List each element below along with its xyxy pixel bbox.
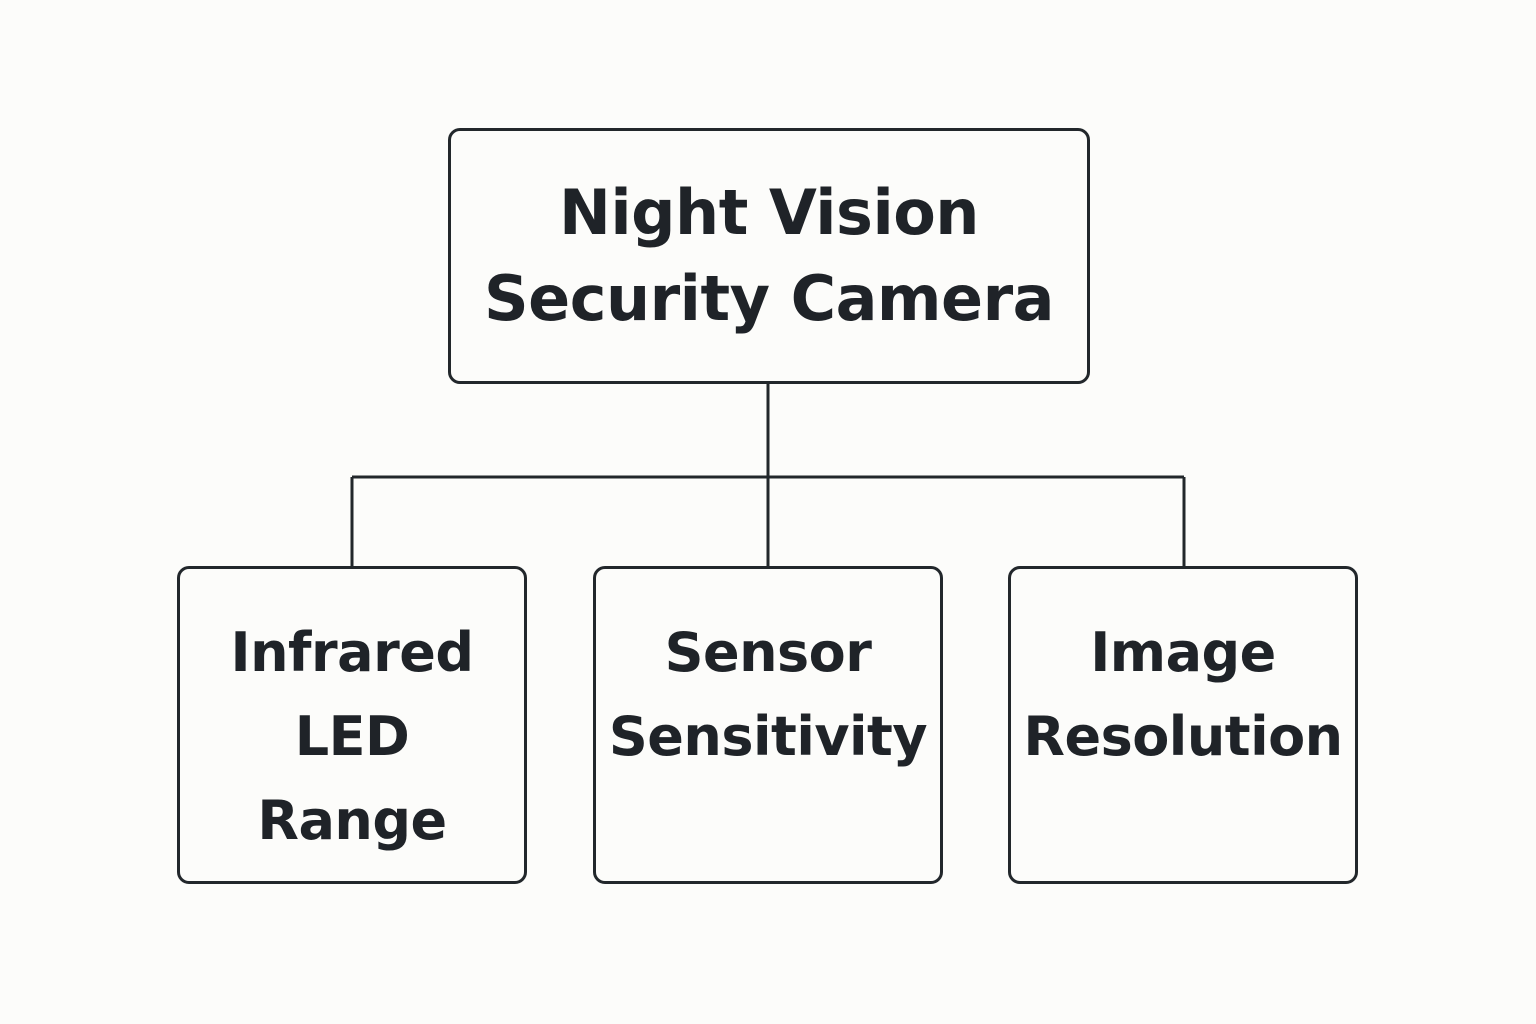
- child-node-infrared-led-range: Infrared LED Range: [177, 566, 527, 884]
- child-node-label: Sensor Sensitivity: [608, 621, 928, 768]
- child-node-image-resolution: Image Resolution: [1008, 566, 1358, 884]
- child-node-sensor-sensitivity: Sensor Sensitivity: [593, 566, 943, 884]
- child-node-label: Infrared LED Range: [230, 621, 474, 852]
- root-node: Night Vision Security Camera: [448, 128, 1090, 384]
- root-node-label: Night Vision Security Camera: [484, 176, 1054, 335]
- child-node-label: Image Resolution: [1023, 621, 1343, 768]
